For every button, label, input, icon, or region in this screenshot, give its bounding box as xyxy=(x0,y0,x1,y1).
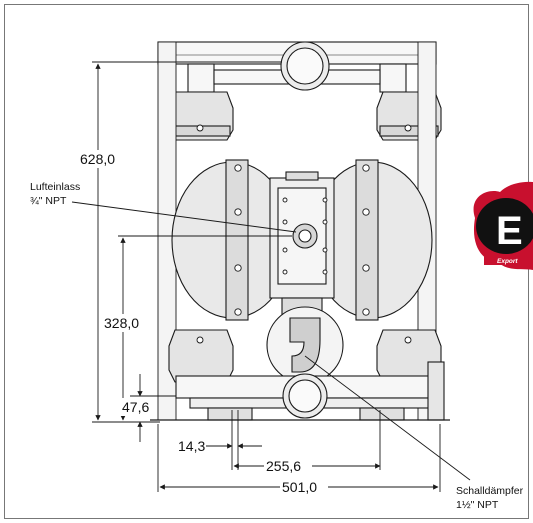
logo-letters: E xyxy=(496,209,523,253)
muffler-elbow xyxy=(289,317,321,373)
dim-inlet-height: 328,0 xyxy=(104,315,139,331)
dim-total-width: 501,0 xyxy=(282,479,317,495)
air-inlet-leader xyxy=(71,201,297,233)
air-inlet-label: Lufteinlass xyxy=(30,181,80,193)
left-foot xyxy=(207,407,253,421)
clamp-bolts xyxy=(196,124,412,344)
muffler-leader xyxy=(304,355,471,481)
muffler-size: 1½" NPT xyxy=(456,499,499,511)
brand-logo: E Export xyxy=(473,181,533,270)
dim-foot-height: 47,6 xyxy=(122,399,149,415)
pump-body xyxy=(150,41,450,421)
muffler-label: Schalldämpfer xyxy=(456,485,524,497)
dim-foot-offset: 14,3 xyxy=(178,438,205,454)
logo-tagline: Export xyxy=(497,258,518,265)
air-inlet-size: ¾" NPT xyxy=(30,195,67,207)
dimension-lines xyxy=(71,61,471,492)
dim-total-height: 628,0 xyxy=(80,151,115,167)
dim-port-spacing: 255,6 xyxy=(266,458,301,474)
